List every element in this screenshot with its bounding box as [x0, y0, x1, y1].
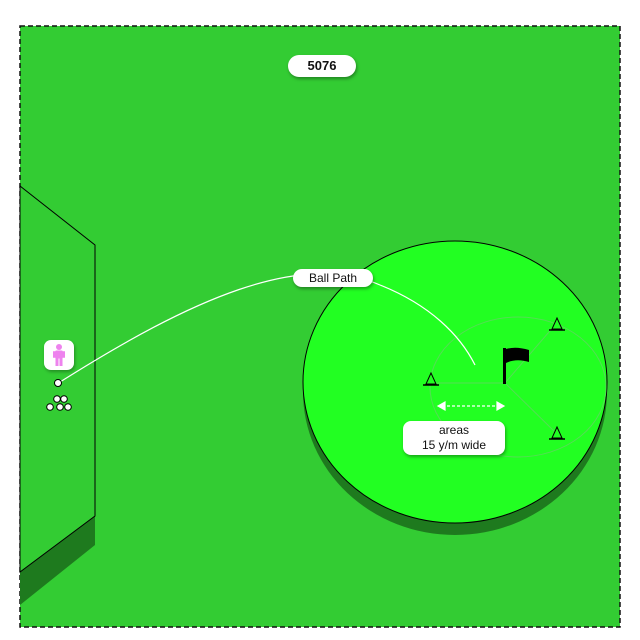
- ball-icon: [54, 379, 62, 387]
- golfer-icon: [53, 344, 65, 366]
- areas-label-line2: 15 y/m wide: [421, 438, 487, 452]
- ball-path-label: Ball Path: [293, 269, 373, 287]
- areas-label-line1: areas: [438, 423, 470, 437]
- golfer-badge: [44, 340, 74, 370]
- target-zone-ring: [429, 316, 607, 458]
- areas-label: areas 15 y/m wide: [403, 421, 505, 455]
- target-green: [302, 240, 608, 535]
- cone-icon: [549, 316, 565, 331]
- drill-number-label: 5076: [288, 55, 356, 77]
- width-arrow: [436, 400, 506, 412]
- area-divider-lines: [430, 324, 556, 433]
- ball-pile-icon: [46, 395, 72, 411]
- cone-icon: [423, 371, 439, 386]
- tee-box: [19, 184, 96, 605]
- flag-icon: [503, 347, 529, 384]
- cone-icon: [549, 425, 565, 440]
